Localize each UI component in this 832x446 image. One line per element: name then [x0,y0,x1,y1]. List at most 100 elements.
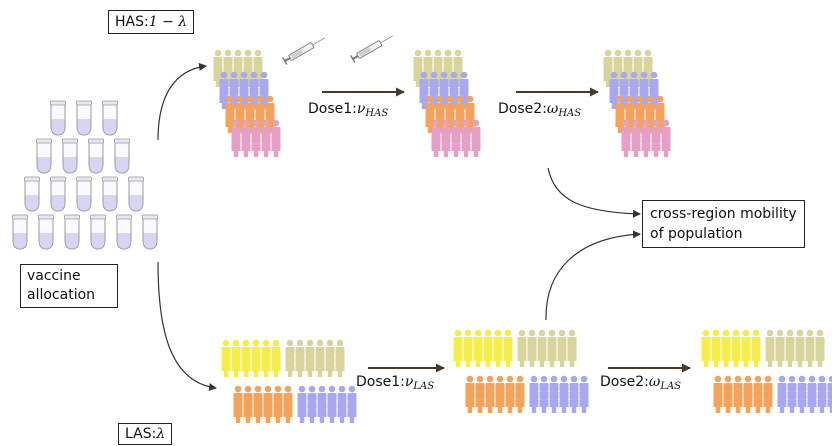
person-icon [701,345,711,367]
population-groups [213,49,832,423]
person-icon [225,111,235,133]
las-dose2-prefix: Dose2: [600,374,649,390]
person-icon [317,401,327,423]
has-region-label: HAS:1 − λ [108,10,195,34]
person-icon [271,355,281,377]
has-dose1-subscript: HAS [365,108,389,119]
mobility-line-2: of population [650,226,743,242]
person-icon [547,345,557,367]
person-icon [775,345,785,367]
las-population-dose2 [701,329,832,413]
person-icon [721,345,731,367]
person-icon [273,401,283,423]
person-icon [335,355,345,377]
person-icon [219,87,229,109]
person-icon [463,345,473,367]
vaccine-vial-icon [76,176,92,212]
vaccine-vial-icon [114,138,130,174]
person-icon [787,391,797,413]
person-icon [827,391,832,413]
branch-arrow-to-has [157,62,207,141]
person-icon [461,135,471,157]
person-icon [777,391,787,413]
person-icon [503,345,513,367]
person-icon [221,355,231,377]
person-icon [621,135,631,157]
las-dose2-symbol: ω [648,374,661,390]
person-icon [731,345,741,367]
person-icon [315,355,325,377]
person-icon [651,135,661,157]
has-dose1-prefix: Dose1: [308,101,357,117]
las-dose1-symbol: ν [404,374,414,390]
person-icon [483,345,493,367]
person-icon [495,391,505,413]
person-icon [471,135,481,157]
person-icon [241,135,251,157]
person-icon [297,401,307,423]
person-icon [733,391,743,413]
person-icon [817,391,827,413]
person-icon [797,391,807,413]
person-icon [493,345,503,367]
person-icon [557,345,567,367]
las-dose1-label: Dose1:νLAS [356,374,434,395]
person-icon [233,401,243,423]
vaccine-allocation-box: vaccine allocation [20,264,118,308]
person-icon [431,135,441,157]
person-icon [453,345,463,367]
has-dose1-label: Dose1:νHAS [308,101,388,122]
person-icon [283,401,293,423]
has-dose2-subscript: HAS [558,108,582,119]
person-icon [805,345,815,367]
person-icon [251,135,261,157]
person-icon [741,345,751,367]
vaccine-vial-icon [88,138,104,174]
person-icon [785,345,795,367]
person-icon [711,345,721,367]
vaccine-vial-icon [50,100,66,136]
person-icon [253,401,263,423]
person-icon [413,65,423,87]
mobility-box: cross-region mobility of population [642,200,805,248]
has-dose2-symbol: ω [546,101,559,117]
person-icon [631,135,641,157]
vaccine-vial-icon [62,138,78,174]
has-label-prefix: HAS: [115,14,149,30]
person-icon [261,135,271,157]
person-icon [441,135,451,157]
person-icon [753,391,763,413]
has-population-initial [213,49,281,157]
syringe-icon [350,35,393,63]
person-icon [251,355,261,377]
vaccine-vial-icon [102,100,118,136]
person-icon [325,355,335,377]
vaccine-vial-icon [116,214,132,250]
vaccine-vial-icon [102,176,118,212]
has-population-dose1 [413,49,481,157]
person-icon [641,135,651,157]
las-population-initial [221,339,357,423]
las-lambda-expression: λ [156,426,166,442]
mobility-arrow-from-has [547,167,641,218]
person-icon [603,65,613,87]
person-icon [271,135,281,157]
person-icon [425,111,435,133]
person-icon [559,391,569,413]
person-icon [307,401,317,423]
vaccine-vial-icon [36,138,52,174]
person-icon [465,391,475,413]
las-dose1-subscript: LAS [413,381,435,392]
has-lambda-expression: 1 − λ [148,14,188,30]
branch-arrow-to-las [157,261,217,392]
las-region-label: LAS:λ [118,423,173,445]
person-icon [243,401,253,423]
has-population-dose2 [603,49,671,157]
syringe-icon [282,37,325,65]
person-icon [485,391,495,413]
person-icon [539,391,549,413]
person-icon [527,345,537,367]
person-icon [529,391,539,413]
person-icon [807,391,817,413]
